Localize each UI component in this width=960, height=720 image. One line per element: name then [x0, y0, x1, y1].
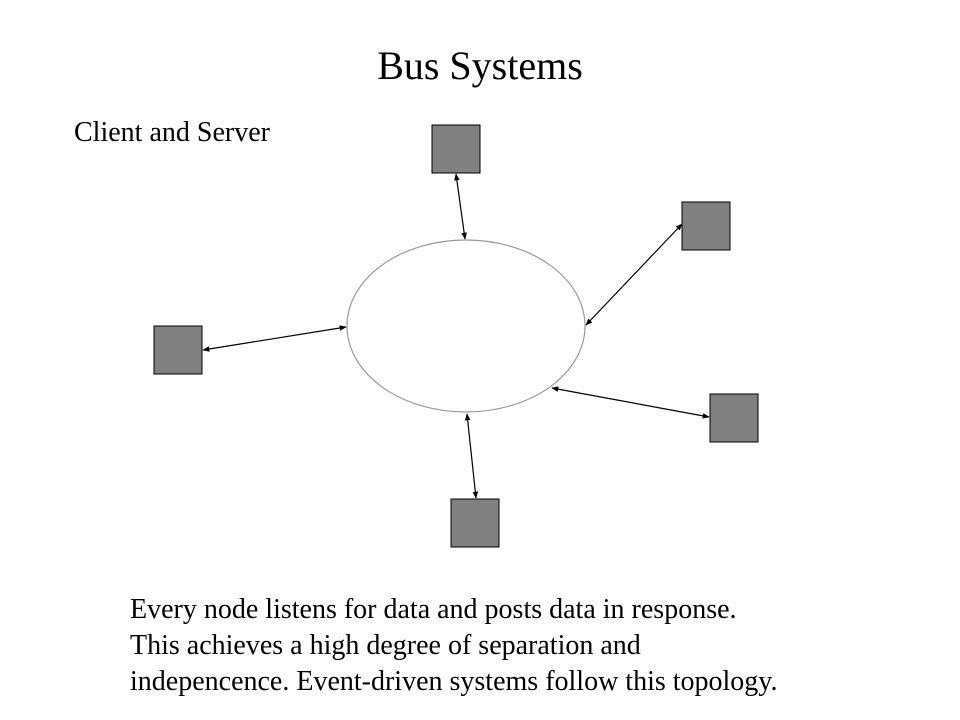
connector-bottom	[464, 413, 479, 499]
node-top	[431, 124, 481, 174]
node-bottom-right	[709, 393, 759, 443]
node-bottom	[450, 498, 500, 548]
description-line: This achieves a high degree of separatio…	[130, 630, 641, 661]
description-paragraph: Every node listens for data and posts da…	[130, 592, 930, 700]
node-top-right	[681, 201, 731, 251]
connector-top-right	[585, 223, 683, 326]
central-bus	[346, 239, 586, 413]
connector-bottom-right	[551, 386, 710, 419]
node-left	[153, 325, 203, 375]
description-line: indepencence. Event-driven systems follo…	[130, 666, 778, 697]
slide-title: Bus Systems	[377, 43, 583, 88]
slide-subtitle: Client and Server	[74, 117, 270, 148]
connector-left	[202, 325, 347, 352]
connector-top	[454, 173, 467, 240]
description-line: Every node listens for data and posts da…	[130, 594, 737, 625]
